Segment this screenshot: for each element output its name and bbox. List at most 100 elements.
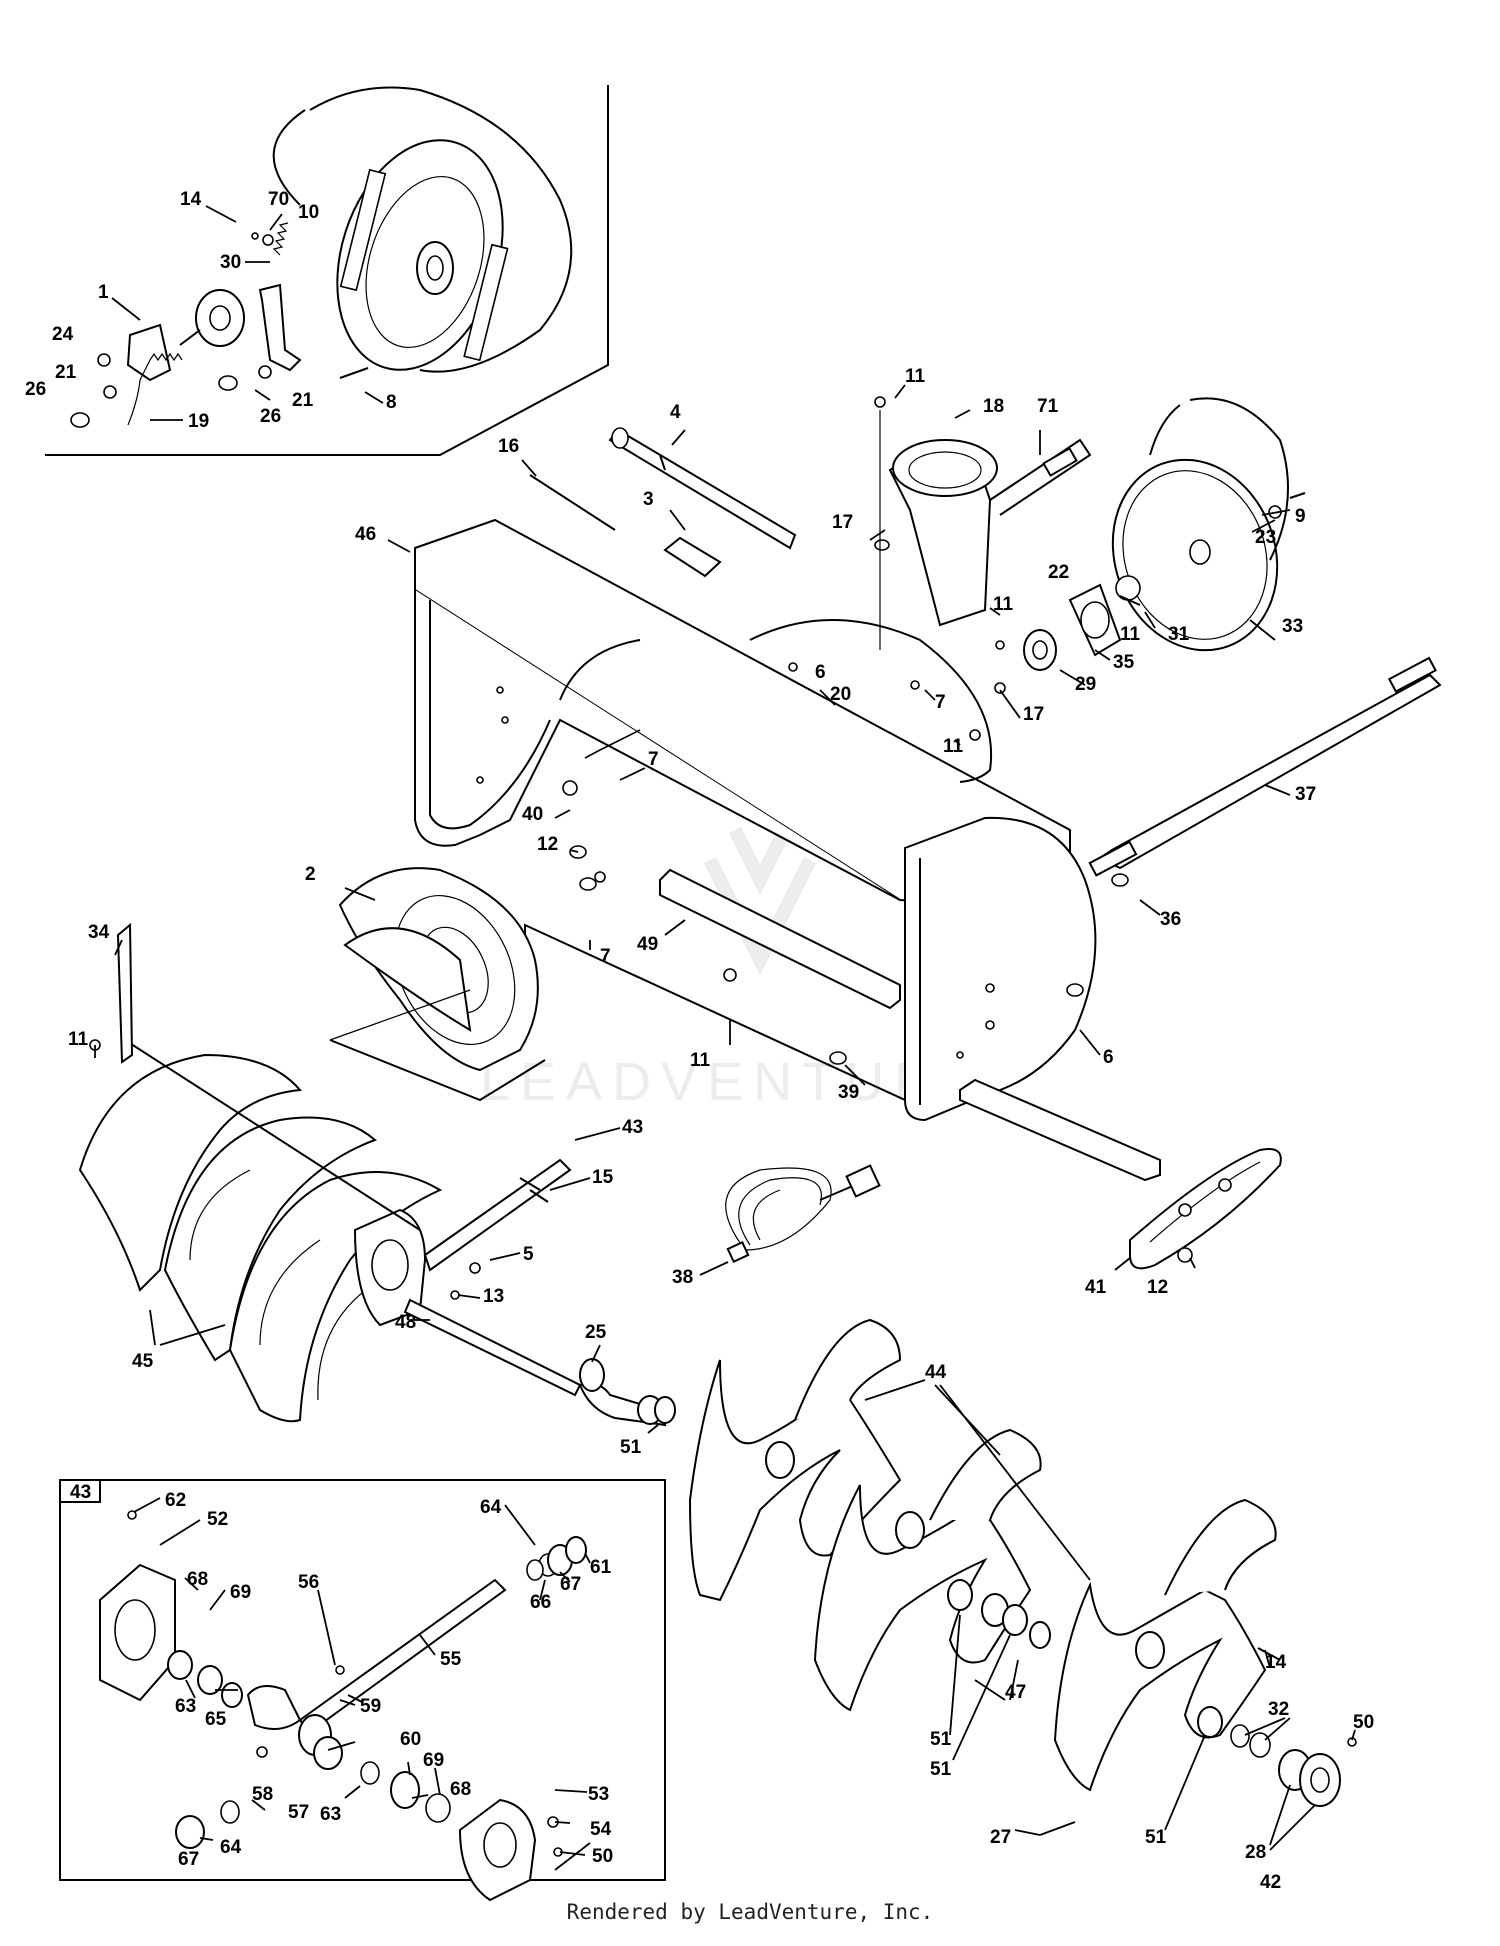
- callout-19: 19: [188, 411, 209, 432]
- callout-48: 48: [395, 1312, 416, 1333]
- callout-17: 17: [1023, 704, 1044, 725]
- callout-64: 64: [480, 1497, 502, 1518]
- callout-11: 11: [68, 1029, 89, 1050]
- callout-8: 8: [386, 392, 397, 413]
- callout-13: 13: [483, 1286, 504, 1307]
- callout-66: 66: [530, 1592, 551, 1613]
- callout-32: 32: [1268, 1699, 1289, 1720]
- callout-11: 11: [690, 1050, 711, 1071]
- callout-61: 61: [590, 1557, 612, 1578]
- callout-70: 70: [268, 189, 289, 210]
- chute-assembly: [529, 396, 1306, 741]
- callout-64: 64: [220, 1837, 242, 1858]
- callout-51: 51: [620, 1437, 642, 1458]
- callout-39: 39: [838, 1082, 859, 1103]
- callout-21: 21: [55, 362, 77, 383]
- callout-65: 65: [205, 1709, 227, 1730]
- callout-71: 71: [1037, 396, 1059, 417]
- watermark-logo: [703, 826, 817, 976]
- callout-11: 11: [943, 736, 964, 757]
- callout-14: 14: [180, 189, 202, 210]
- callout-34: 34: [88, 922, 110, 943]
- left-auger-45: [78, 922, 582, 1423]
- callout-23: 23: [1255, 527, 1276, 548]
- callout-29: 29: [1075, 674, 1096, 695]
- callout-labels: 14 70 10 30 1 24 21 26 19 26 21 8 4 16 3…: [25, 189, 1374, 1893]
- callout-53: 53: [588, 1784, 609, 1805]
- callout-12: 12: [537, 834, 558, 855]
- callout-51: 51: [1145, 1827, 1167, 1848]
- callout-42: 42: [1260, 1872, 1281, 1893]
- callout-50: 50: [1353, 1712, 1374, 1733]
- callout-52: 52: [207, 1509, 228, 1530]
- callout-40: 40: [522, 804, 543, 825]
- callout-18: 18: [983, 396, 1004, 417]
- callout-26: 26: [260, 406, 281, 427]
- callout-2: 2: [305, 864, 316, 885]
- callout-28: 28: [1245, 1842, 1266, 1863]
- callout-1: 1: [98, 282, 109, 303]
- callout-67: 67: [560, 1574, 581, 1595]
- auger-housing: [414, 518, 1282, 1270]
- callout-24: 24: [52, 324, 74, 345]
- callout-6: 6: [815, 662, 826, 683]
- callout-55: 55: [440, 1649, 462, 1670]
- callout-51: 51: [930, 1729, 952, 1750]
- right-auger-44: [578, 1318, 1357, 1836]
- power-cord-38: [725, 1164, 881, 1264]
- callout-11: 11: [1120, 624, 1141, 645]
- callout-69: 69: [230, 1582, 251, 1603]
- callout-54: 54: [590, 1819, 612, 1840]
- callout-35: 35: [1113, 652, 1135, 673]
- inset-43-label: 43: [70, 1482, 91, 1503]
- callout-9: 9: [1295, 506, 1306, 527]
- callout-69: 69: [423, 1750, 444, 1771]
- callout-12: 12: [1147, 1277, 1168, 1298]
- callout-7: 7: [935, 692, 946, 713]
- callout-44: 44: [925, 1362, 947, 1383]
- callout-67: 67: [178, 1849, 199, 1870]
- housing-hardware: [562, 729, 1193, 1263]
- callout-27: 27: [990, 1827, 1011, 1848]
- callout-50: 50: [592, 1846, 613, 1867]
- callout-63: 63: [175, 1696, 196, 1717]
- callout-10: 10: [298, 202, 319, 223]
- watermark-text: LEADVENTURE: [480, 1052, 989, 1112]
- callout-21: 21: [292, 390, 314, 411]
- callout-15: 15: [592, 1167, 614, 1188]
- callout-68: 68: [450, 1779, 471, 1800]
- callout-46: 46: [355, 524, 376, 545]
- callout-26: 26: [25, 379, 46, 400]
- callout-30: 30: [220, 252, 241, 273]
- callout-43: 43: [622, 1117, 643, 1138]
- leader-lines: [94, 205, 1356, 1871]
- idler-inset: [45, 85, 609, 456]
- callout-45: 45: [132, 1351, 154, 1372]
- impeller: [329, 867, 546, 1102]
- callout-33: 33: [1282, 616, 1303, 637]
- gearbox-inset: 43: [59, 1479, 666, 1902]
- callout-17: 17: [832, 512, 853, 533]
- callout-62: 62: [165, 1490, 186, 1511]
- callout-31: 31: [1168, 624, 1190, 645]
- callout-11: 11: [905, 366, 926, 387]
- callout-14: 14: [1265, 1652, 1287, 1673]
- callout-5: 5: [523, 1244, 534, 1265]
- callout-37: 37: [1295, 784, 1316, 805]
- callout-22: 22: [1048, 562, 1069, 583]
- callout-3: 3: [643, 489, 654, 510]
- drive-rod-37: [1088, 656, 1442, 877]
- callout-25: 25: [585, 1322, 607, 1343]
- callout-63: 63: [320, 1804, 341, 1825]
- callout-56: 56: [298, 1572, 319, 1593]
- callout-11: 11: [993, 594, 1014, 615]
- callout-47: 47: [1005, 1682, 1026, 1703]
- callout-57: 57: [288, 1802, 309, 1823]
- callout-41: 41: [1085, 1277, 1107, 1298]
- callout-7: 7: [600, 946, 611, 967]
- callout-20: 20: [830, 684, 851, 705]
- callout-59: 59: [360, 1696, 381, 1717]
- callout-6: 6: [1103, 1047, 1114, 1068]
